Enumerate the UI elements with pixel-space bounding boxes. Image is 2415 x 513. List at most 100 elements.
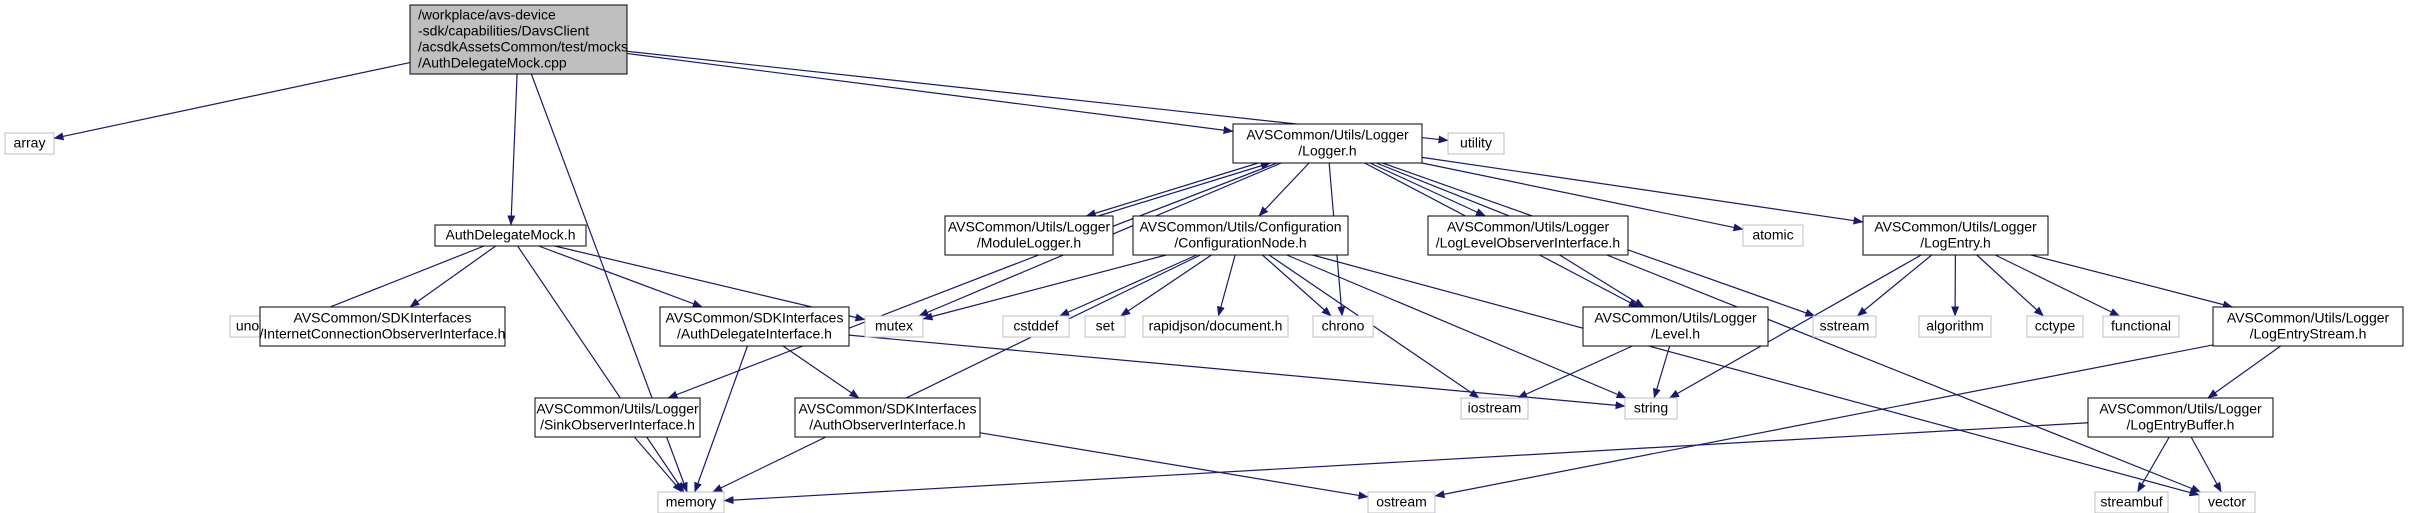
node-level[interactable]: AVSCommon/Utils/Logger/Level.h [1582,306,1769,347]
node-lvlobs[interactable]: AVSCommon/Utils/Logger/LogLevelObserverI… [1427,215,1629,256]
node-ostream: ostream [1367,491,1436,513]
node-label-root: /workplace/avs-device [418,7,556,23]
node-box-mutex [864,315,924,338]
edge-logentry-to-functional [1994,254,2121,317]
node-label-rapidjson: rapidjson/document.h [1149,318,1283,334]
edge-lestream-to-lebuffer [2207,345,2282,399]
edge-logger-to-atomic [1421,162,1744,232]
node-box-confnode [1132,215,1349,256]
node-box-algorithm [1918,315,1992,338]
node-label-root: -sdk/capabilities/DavsClient [418,23,589,39]
node-root[interactable]: /workplace/avs-device-sdk/capabilities/D… [409,4,628,75]
edge-logentry-to-lestream [2030,254,2233,309]
edge-logentry-to-sstream [1856,254,1933,317]
edge-lebuffer-to-vector [2190,436,2222,493]
node-box-utility [1447,132,1505,155]
node-box-set [1084,315,1126,338]
node-modlogger[interactable]: AVSCommon/Utils/Logger/ModuleLogger.h [944,215,1114,256]
node-label-functional: functional [2111,318,2171,334]
node-lestream[interactable]: AVSCommon/Utils/Logger/LogEntryStream.h [2212,306,2404,347]
node-authobs[interactable]: AVSCommon/SDKInterfaces/AuthObserverInte… [794,397,981,438]
node-functional: functional [2102,315,2180,338]
node-sinkobs[interactable]: AVSCommon/Utils/Logger/SinkObserverInter… [534,397,701,438]
node-label-confnode: /ConfigurationNode.h [1174,235,1306,251]
node-label-inetconn: AVSCommon/SDKInterfaces [294,310,472,326]
node-inetconn[interactable]: AVSCommon/SDKInterfaces/InternetConnecti… [259,306,506,347]
node-label-logentry: /LogEntry.h [1920,235,1991,251]
node-set: set [1084,315,1126,338]
node-cstddef: cstddef [1002,315,1070,338]
edge-level-to-iostream [1517,345,1633,399]
node-box-iostream [1460,397,1529,420]
edge-confnode-to-set [1120,254,1212,317]
node-label-sstream: sstream [1820,318,1870,334]
node-box-logentry [1862,215,2049,256]
edge-logentry-to-cctype [1976,254,2044,317]
node-lebuffer[interactable]: AVSCommon/Utils/Logger/LogEntryBuffer.h [2087,397,2274,438]
node-logger[interactable]: AVSCommon/Utils/Logger/Logger.h [1232,123,1423,164]
node-label-sinkobs: AVSCommon/Utils/Logger [536,401,699,417]
node-vector: vector [2198,491,2256,513]
node-box-rapidjson [1142,315,1289,338]
node-label-lvlobs: /LogLevelObserverInterface.h [1436,235,1620,251]
node-authiface[interactable]: AVSCommon/SDKInterfaces/AuthDelegateInte… [659,306,850,347]
node-label-logentry: AVSCommon/Utils/Logger [1874,219,2037,235]
edge-root-to-logger [626,52,1234,135]
node-box-streambuf [2094,491,2169,513]
edge-logger-to-confnode [1258,162,1310,217]
node-mutex: mutex [864,315,924,338]
node-label-cctype: cctype [2035,318,2076,334]
node-label-lvlobs: AVSCommon/Utils/Logger [1447,219,1610,235]
edges-layer [53,50,2282,505]
edge-modlogger-to-logger [1098,161,1271,217]
edge-authmock-to-memory [517,245,685,493]
edge-confnode-to-mutex [922,254,1167,321]
edge-logger-to-logentry [1421,156,1864,225]
node-box-memory [657,491,725,513]
node-label-lestream: AVSCommon/Utils/Logger [2227,310,2390,326]
node-memory: memory [657,491,725,513]
edge-confnode-to-memory [712,254,1201,493]
node-label-authiface: /AuthDelegateInterface.h [677,326,832,342]
node-label-authobs: AVSCommon/SDKInterfaces [799,401,977,417]
node-cctype: cctype [2026,315,2084,338]
node-label-level: AVSCommon/Utils/Logger [1594,310,1757,326]
node-box-chrono [1312,315,1374,338]
node-label-chrono: chrono [1322,318,1365,334]
node-label-level: /Level.h [1651,326,1700,342]
node-box-root [409,4,628,75]
node-box-cstddef [1002,315,1070,338]
node-box-sinkobs [534,397,701,438]
node-box-authiface [659,306,850,347]
node-authmock[interactable]: AuthDelegateMock.h [434,224,587,247]
node-array: array [4,132,55,155]
node-label-lebuffer: AVSCommon/Utils/Logger [2099,401,2262,417]
node-box-array [4,132,55,155]
edge-logger-to-modlogger [1085,162,1259,218]
edge-lebuffer-to-streambuf [2137,436,2170,493]
node-label-array: array [14,135,46,151]
node-confnode[interactable]: AVSCommon/Utils/Configuration/Configurat… [1132,215,1349,256]
node-label-iostream: iostream [1468,400,1522,416]
node-atomic: atomic [1742,224,1804,247]
node-label-modlogger: AVSCommon/Utils/Logger [948,219,1111,235]
node-label-memory: memory [666,494,717,510]
node-logentry[interactable]: AVSCommon/Utils/Logger/LogEntry.h [1862,215,2049,256]
node-label-streambuf: streambuf [2100,494,2162,510]
node-streambuf: streambuf [2094,491,2169,513]
node-box-inetconn [259,306,506,347]
edge-authiface-to-string [848,334,1626,410]
node-algorithm: algorithm [1918,315,1992,338]
edge-confnode-to-cstddef [1059,254,1197,317]
node-label-root: /acsdkAssetsCommon/test/mocks [418,39,628,55]
node-box-modlogger [944,215,1114,256]
edge-logentry-to-string [1669,254,1922,399]
node-box-level [1582,306,1769,347]
node-box-lebuffer [2087,397,2274,438]
node-label-algorithm: algorithm [1926,318,1984,334]
node-label-mutex: mutex [875,318,913,334]
node-label-atomic: atomic [1752,227,1793,243]
edge-authobs-to-ostream [979,432,1369,500]
edge-sinkobs-to-memory [633,436,683,493]
